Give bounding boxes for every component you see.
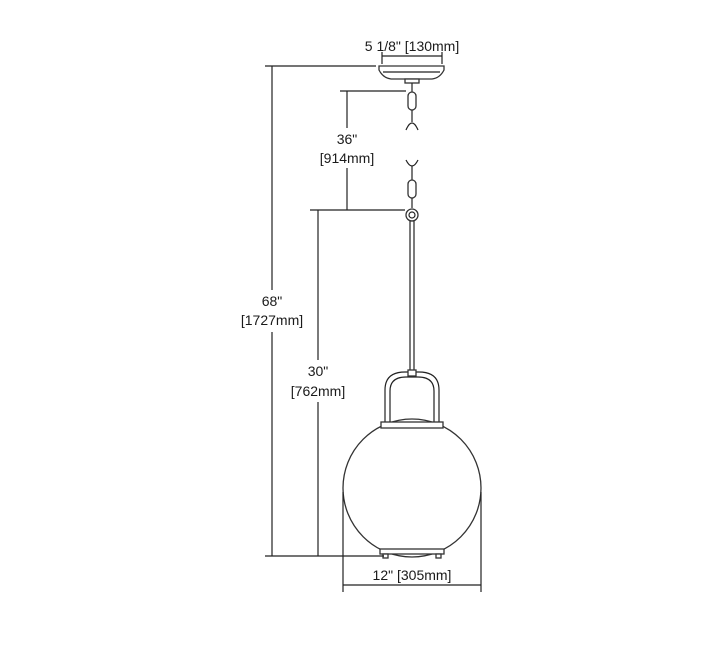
fixture-height-mm-label: [762mm]	[291, 383, 345, 399]
overall-height-mm-label: [1727mm]	[241, 312, 303, 328]
down-rod	[409, 220, 415, 374]
chain-length-dimension: 36" [914mm]	[320, 90, 406, 210]
chain-length-mm-label: [914mm]	[320, 150, 374, 166]
glass-globe	[342, 418, 482, 559]
fixture-height-dimension: 30" [762mm]	[291, 209, 405, 556]
fixture-height-in-label: 30"	[308, 363, 329, 379]
canopy-width-label: 5 1/8" [130mm]	[365, 38, 459, 54]
fixture-width-label: 12" [305mm]	[373, 567, 452, 583]
arch	[384, 369, 440, 423]
fixture-width-dimension: 12" [305mm]	[342, 492, 482, 592]
overall-height-in-label: 68"	[262, 293, 283, 309]
canopy-width-dimension: 5 1/8" [130mm]	[365, 38, 459, 64]
lower-chain	[405, 159, 419, 222]
upper-chain	[405, 83, 419, 131]
canopy	[378, 65, 445, 84]
overall-height-dimension: 68" [1727mm]	[241, 65, 384, 557]
chain-length-in-label: 36"	[337, 131, 358, 147]
